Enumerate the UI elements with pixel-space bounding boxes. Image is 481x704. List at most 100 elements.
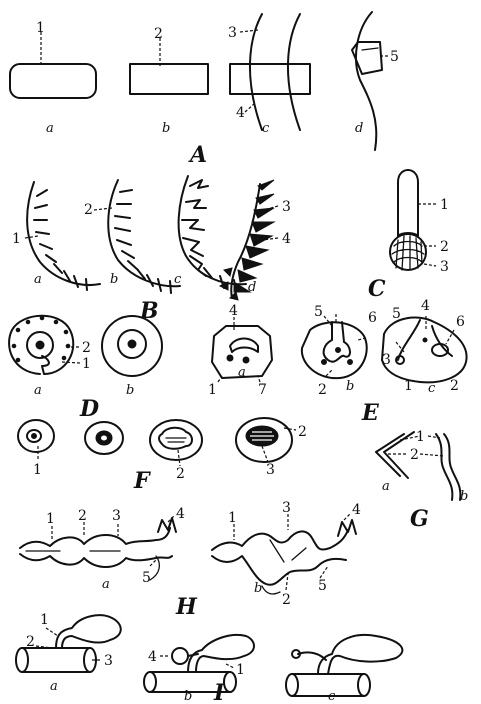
panel-b-drawing-c [179, 176, 246, 292]
panel-d-sub-a: a [34, 383, 42, 398]
panel-d-label-1: 1 [82, 356, 91, 372]
panel-e-a-label-4: 4 [229, 303, 238, 319]
panel-b-sub-d: d [248, 280, 256, 295]
panel-g-sub-a: a [382, 479, 390, 494]
panel-e: 4 1 7 5 6 2 5 4 6 3 1 2 a b c E [208, 298, 467, 426]
panel-a-drawing-a [10, 32, 96, 98]
panel-a-label-2: 2 [154, 26, 163, 42]
panel-b-drawing-b [108, 180, 180, 293]
panel-g: 1 2 a b G [376, 429, 468, 532]
panel-a-sub-c: c [262, 121, 270, 136]
panel-a-sub-b: b [162, 121, 170, 136]
panel-g-drawing-a [376, 432, 414, 478]
panel-f-label-1: 1 [33, 462, 42, 478]
panel-f-drawing-1 [18, 420, 54, 452]
panel-f: 1 2 2 3 F [18, 418, 307, 494]
panel-h-b-label-3: 3 [282, 500, 291, 516]
panel-a-label-5: 5 [390, 49, 399, 65]
panel-e-c-label-1: 1 [404, 378, 413, 394]
panel-d: 2 1 a b D [9, 316, 162, 422]
panel-c-letter: C [368, 276, 386, 302]
panel-h-sub-a: a [102, 577, 110, 592]
panel-i-a-label-1: 1 [40, 612, 49, 628]
panel-a: 1 2 3 4 5 a b c d A [10, 12, 399, 168]
panel-h-sub-b: b [254, 581, 262, 596]
panel-e-a-label-1: 1 [208, 382, 217, 398]
panel-e-b-label-2: 2 [318, 382, 327, 398]
panel-h: 1 2 3 4 5 1 3 4 5 2 a b H [20, 500, 361, 620]
panel-h-a-label-1: 1 [46, 511, 55, 527]
panel-b-label-1: 1 [12, 231, 21, 247]
panel-i-sub-b: b [184, 689, 192, 704]
panel-e-drawing-c [382, 318, 467, 383]
panel-d-label-2: 2 [82, 340, 91, 356]
panel-i-sub-c: c [328, 689, 336, 704]
panel-b-sub-a: a [34, 272, 42, 287]
panel-h-letter: H [175, 594, 198, 620]
panel-g-letter: G [410, 506, 429, 532]
panel-f-label-2b: 2 [298, 424, 307, 440]
panel-c-drawing [390, 170, 426, 270]
panel-f-label-2a: 2 [176, 466, 185, 482]
panel-g-drawing-b [436, 434, 460, 500]
panel-c-label-2: 2 [440, 239, 449, 255]
panel-i-b-label-4: 4 [148, 649, 157, 665]
panel-e-c-label-2: 2 [450, 378, 459, 394]
panel-c: 1 2 3 C [368, 170, 449, 302]
panel-a-letter: A [188, 142, 207, 168]
panel-b-label-3: 3 [282, 199, 291, 215]
panel-h-b-label-5: 5 [318, 578, 327, 594]
panel-g-label-1: 1 [416, 429, 425, 445]
panel-d-drawing-b [102, 316, 162, 376]
panel-a-label-4: 4 [236, 105, 245, 121]
panel-h-a-label-5: 5 [142, 570, 151, 586]
panel-e-sub-b: b [346, 379, 354, 394]
panel-d-drawing-a [9, 316, 73, 374]
panel-f-letter: F [133, 468, 151, 494]
panel-c-label-3: 3 [440, 259, 449, 275]
panel-i-a-label-3: 3 [104, 653, 113, 669]
panel-a-sub-a: a [46, 121, 54, 136]
panel-e-sub-a: a [238, 365, 246, 380]
panel-h-b-label-2: 2 [282, 592, 291, 608]
panel-a-drawing-b [130, 38, 208, 94]
panel-e-letter: E [361, 400, 380, 426]
panel-i-b-label-1: 1 [236, 662, 245, 678]
panel-a-label-1: 1 [36, 20, 45, 36]
panel-h-a-label-4: 4 [176, 506, 185, 522]
panel-g-sub-b: b [460, 489, 468, 504]
panel-e-sub-c: c [428, 381, 436, 396]
panel-b-sub-b: b [110, 272, 118, 287]
panel-e-c-label-6: 6 [456, 314, 465, 330]
panel-d-sub-b: b [126, 383, 134, 398]
panel-i-sub-a: a [50, 679, 58, 694]
panel-e-c-label-4: 4 [421, 298, 430, 314]
panel-a-sub-d: d [355, 121, 363, 136]
panel-d-letter: D [79, 396, 99, 422]
panel-b-sub-c: c [174, 272, 182, 287]
panel-i-drawing-c [286, 635, 402, 696]
panel-e-c-label-5: 5 [392, 306, 401, 322]
panel-f-drawing-2 [85, 422, 123, 454]
panel-h-drawing-a [20, 518, 176, 580]
panel-b-label-4: 4 [282, 231, 291, 247]
panel-e-b-label-5: 5 [314, 304, 323, 320]
panel-b: 1 2 3 4 a b c d B [12, 176, 291, 324]
panel-e-b-label-6: 6 [368, 310, 377, 326]
panel-i: 1 2 3 4 1 a b c I [16, 612, 402, 704]
panel-i-letter: I [213, 680, 225, 704]
panel-h-a-label-3: 3 [112, 508, 121, 524]
panel-e-drawing-b [302, 322, 367, 378]
panel-f-drawing-3 [150, 420, 202, 460]
panel-f-drawing-4 [236, 418, 292, 462]
panel-i-a-label-2: 2 [26, 634, 35, 650]
panel-b-label-2: 2 [84, 202, 93, 218]
panel-h-a-label-2: 2 [78, 508, 87, 524]
panel-h-b-label-4: 4 [352, 502, 361, 518]
panel-f-label-3: 3 [266, 462, 275, 478]
panel-e-c-label-3: 3 [382, 352, 391, 368]
panel-a-label-3: 3 [228, 25, 237, 41]
panel-g-label-2: 2 [410, 447, 419, 463]
panel-c-label-1: 1 [440, 197, 449, 213]
